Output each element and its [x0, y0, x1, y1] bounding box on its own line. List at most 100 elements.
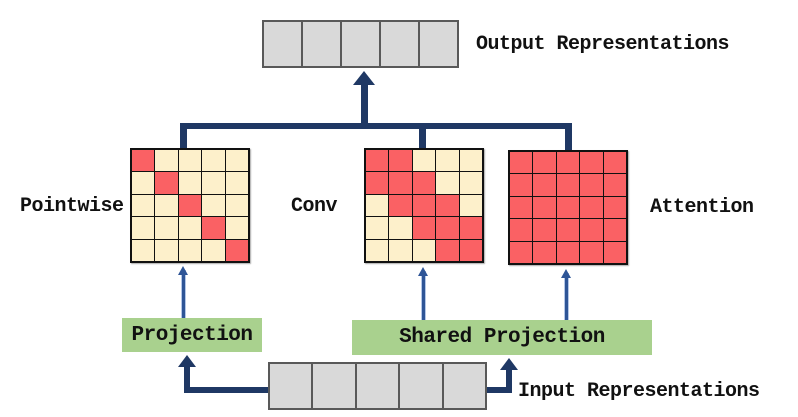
representation-cell [303, 22, 340, 66]
representation-cell [264, 22, 301, 66]
representation-cell [313, 364, 355, 408]
projection-to-pointwise-arrowhead-icon [178, 263, 188, 275]
active-cell [366, 150, 389, 172]
active-cell [412, 172, 436, 194]
active-cell [202, 217, 225, 239]
input-to-shared-projection-vertical [506, 365, 512, 393]
inactive-cell [178, 217, 202, 239]
active-cell [389, 194, 412, 217]
output-representations-row [262, 20, 459, 68]
input-representations-label: Input Representations [518, 380, 760, 403]
inactive-cell [155, 150, 178, 172]
inactive-cell [412, 150, 436, 172]
input-to-projection-vertical [184, 362, 190, 393]
pointwise-label: Pointwise [20, 195, 124, 218]
conv-matrix [364, 148, 484, 263]
output-arrow-head-icon [353, 68, 375, 85]
inactive-cell [132, 239, 155, 261]
active-cell [412, 194, 436, 217]
active-cell [603, 152, 626, 174]
inactive-cell [155, 194, 178, 217]
inactive-cell [202, 194, 225, 217]
inactive-cell [389, 217, 412, 239]
active-cell [580, 219, 603, 241]
inactive-cell [225, 217, 248, 239]
active-cell [580, 241, 603, 263]
active-cell [510, 174, 533, 196]
inactive-cell [436, 172, 459, 194]
active-cell [533, 152, 556, 174]
projection-box: Projection [122, 318, 262, 352]
active-cell [556, 152, 580, 174]
inactive-cell [178, 239, 202, 261]
input-representations-row [268, 362, 487, 410]
input-to-shared-projection-horizontal [487, 387, 512, 393]
active-cell [556, 174, 580, 196]
active-cell [510, 152, 533, 174]
merge-drop-conv [419, 129, 426, 150]
representation-cell [420, 22, 457, 66]
output-arrow-shaft [361, 79, 368, 129]
active-cell [225, 239, 248, 261]
shared-projection-label: Shared Projection [399, 326, 605, 349]
active-cell [132, 150, 155, 172]
active-cell [389, 150, 412, 172]
inactive-cell [202, 150, 225, 172]
active-cell [510, 196, 533, 219]
active-cell [459, 217, 482, 239]
active-cell [533, 174, 556, 196]
active-cell [580, 152, 603, 174]
shared-projection-to-conv-arrowhead-icon [418, 264, 428, 276]
representation-cell [400, 364, 442, 408]
active-cell [603, 241, 626, 263]
active-cell [436, 194, 459, 217]
active-cell [580, 174, 603, 196]
active-cell [412, 217, 436, 239]
representation-cell [342, 22, 379, 66]
active-cell [510, 241, 533, 263]
merge-drop-pointwise [180, 123, 187, 148]
shared-projection-to-conv-arrow [422, 272, 425, 320]
inactive-cell [412, 239, 436, 261]
active-cell [556, 241, 580, 263]
input-to-projection-arrowhead-icon [178, 352, 196, 367]
merge-drop-attention [565, 129, 572, 152]
active-cell [603, 174, 626, 196]
inactive-cell [202, 239, 225, 261]
representation-cell [443, 364, 485, 408]
active-cell [533, 196, 556, 219]
active-cell [533, 219, 556, 241]
inactive-cell [132, 217, 155, 239]
input-to-shared-projection-arrowhead-icon [500, 355, 518, 370]
projection-to-pointwise-arrow [182, 271, 185, 318]
inactive-cell [132, 194, 155, 217]
active-cell [178, 194, 202, 217]
inactive-cell [178, 150, 202, 172]
input-to-projection-horizontal [184, 387, 268, 393]
merge-bar [180, 123, 572, 129]
shared-projection-to-attention-arrowhead-icon [561, 266, 571, 278]
projection-label: Projection [131, 323, 253, 347]
inactive-cell [366, 239, 389, 261]
inactive-cell [366, 217, 389, 239]
active-cell [366, 172, 389, 194]
representation-cell [270, 364, 312, 408]
active-cell [603, 196, 626, 219]
attention-matrix [508, 150, 628, 265]
active-cell [510, 219, 533, 241]
representation-cell [356, 364, 399, 408]
active-cell [389, 172, 412, 194]
active-cell [436, 239, 459, 261]
active-cell [533, 241, 556, 263]
active-cell [459, 239, 482, 261]
inactive-cell [132, 172, 155, 194]
conv-label: Conv [291, 195, 338, 218]
active-cell [580, 196, 603, 219]
attention-label: Attention [650, 196, 754, 219]
inactive-cell [225, 172, 248, 194]
pointwise-matrix [130, 148, 250, 263]
active-cell [436, 217, 459, 239]
active-cell [556, 196, 580, 219]
inactive-cell [202, 172, 225, 194]
